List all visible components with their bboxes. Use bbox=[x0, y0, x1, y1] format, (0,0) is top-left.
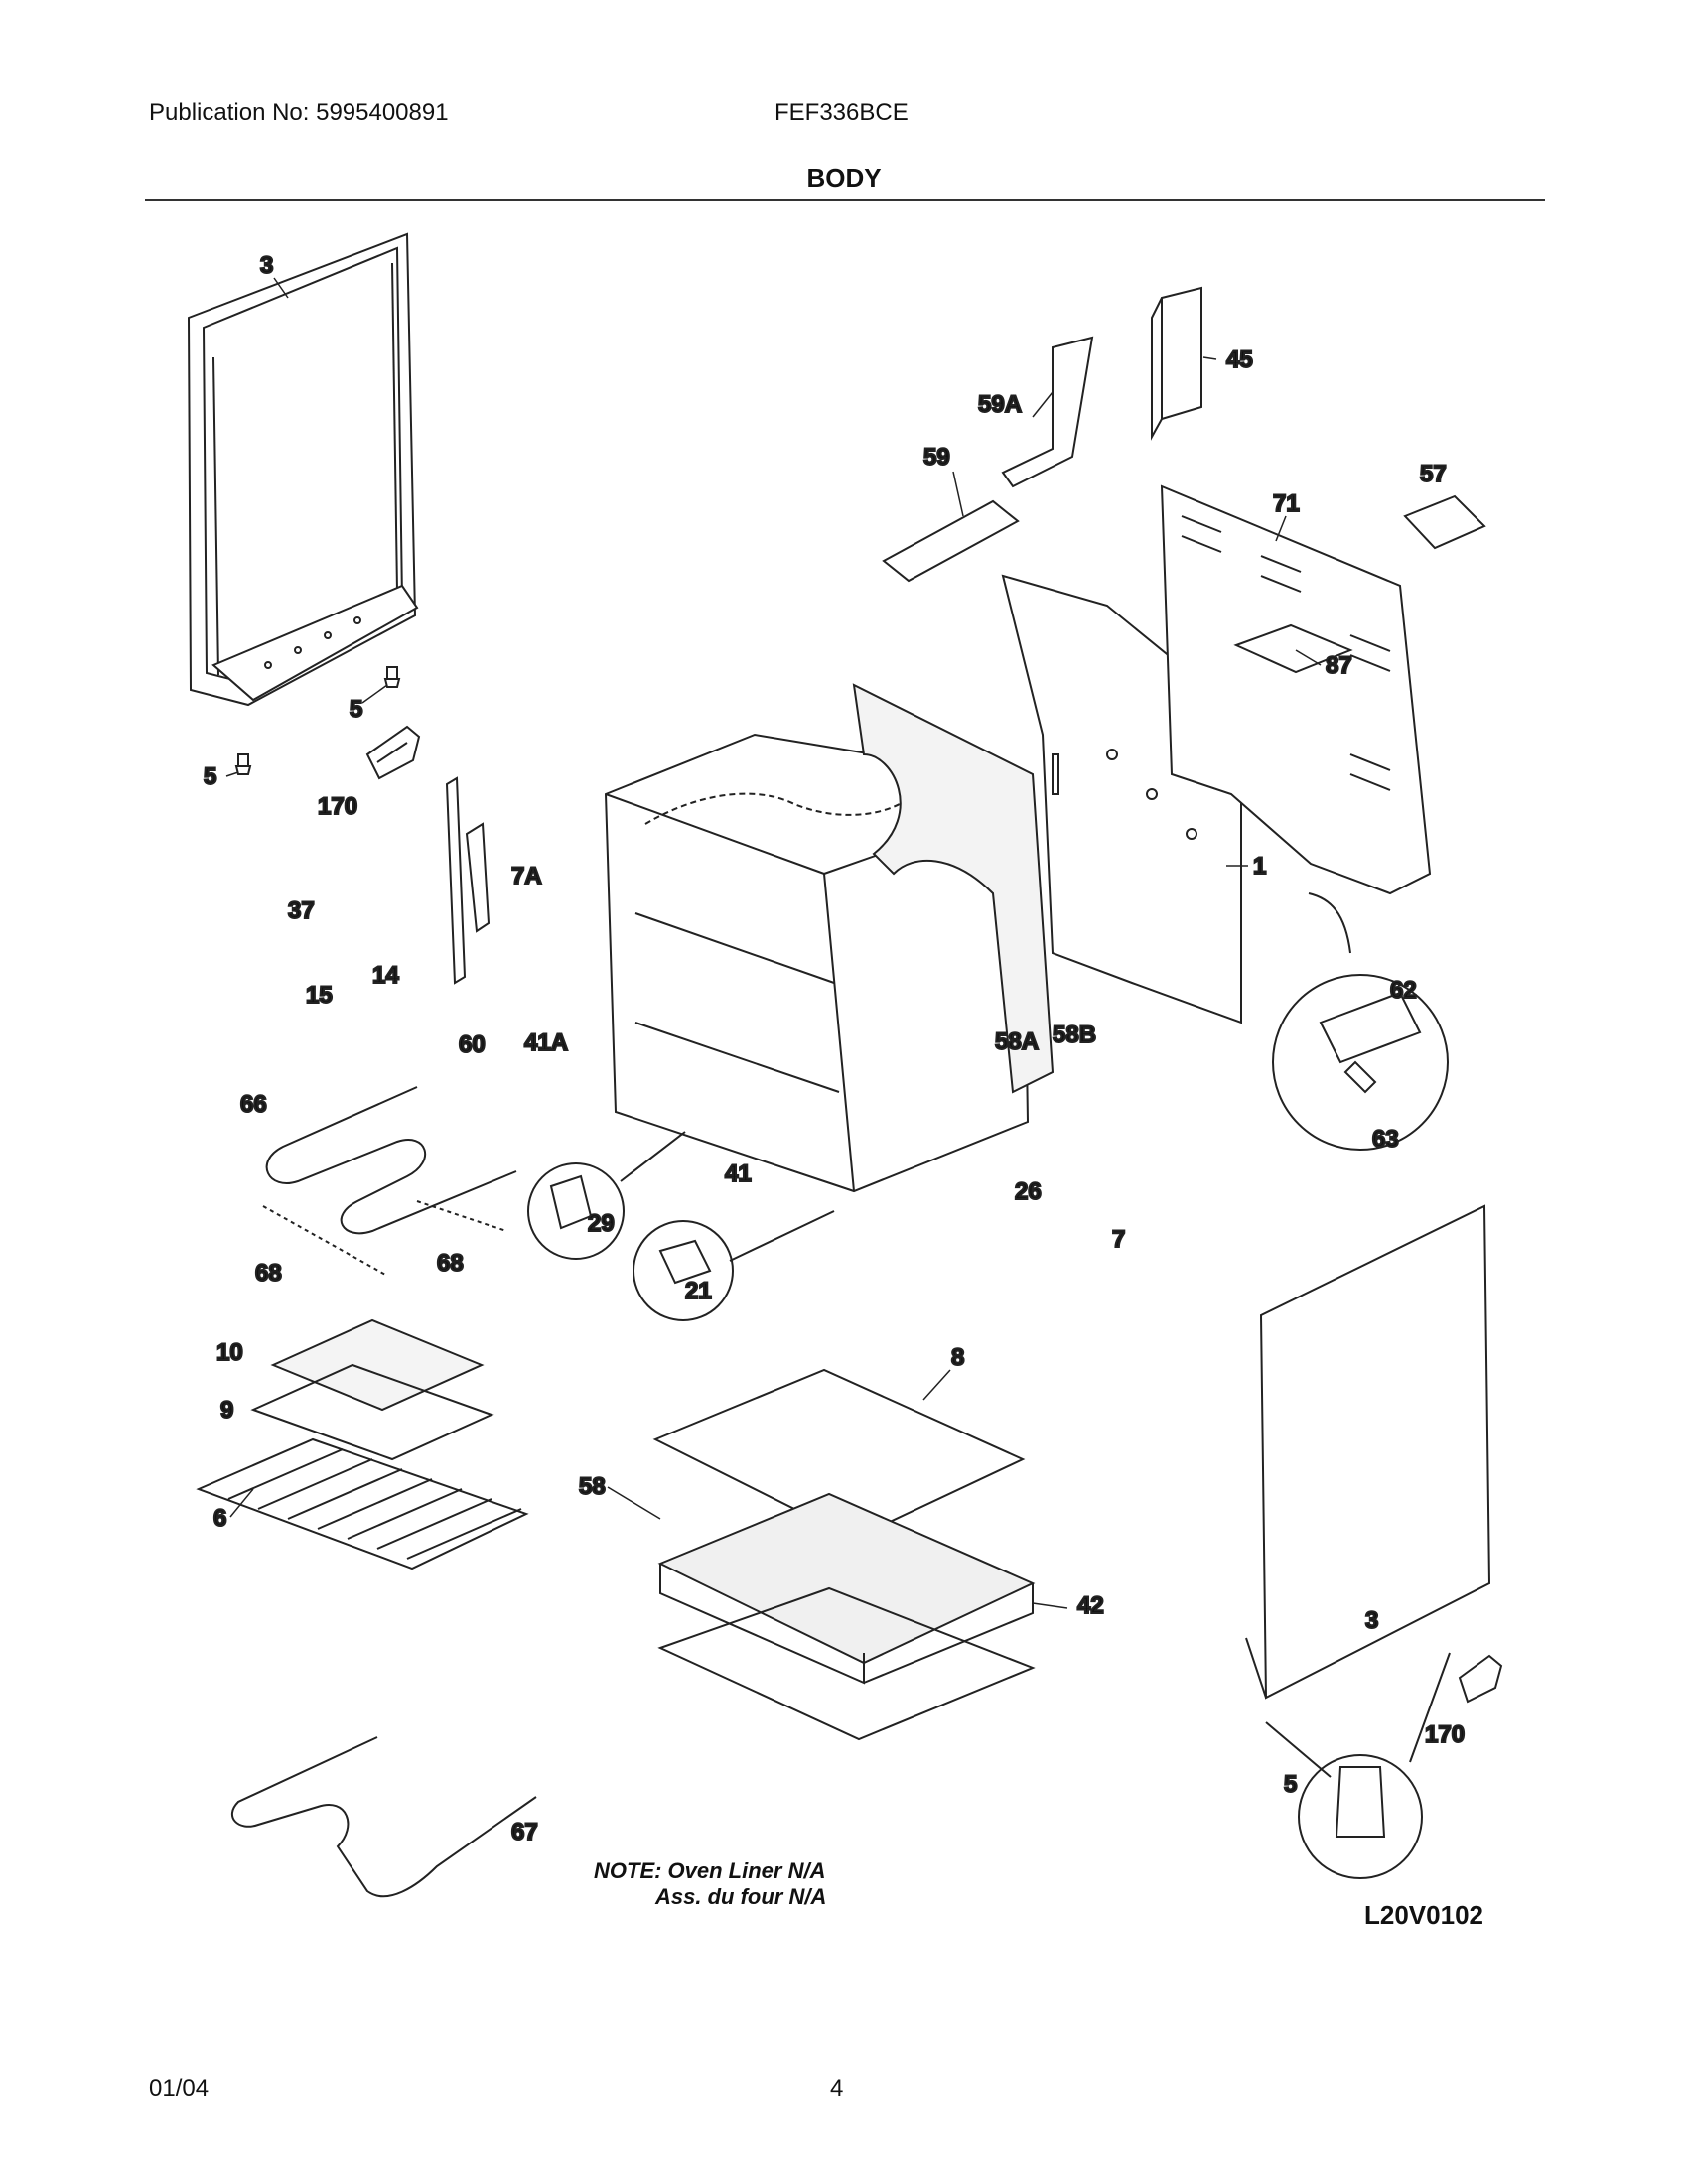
svg-text:3: 3 bbox=[260, 252, 273, 279]
callout-labels: 3 5 5 170 7A 37 14 15 60 41A 58A 58B 1 6… bbox=[203, 251, 1466, 1846]
bottom-panel-42 bbox=[657, 1586, 1036, 1741]
svg-text:60: 60 bbox=[459, 1031, 486, 1058]
publication-number: Publication No: 5995400891 bbox=[149, 99, 449, 126]
box-45 bbox=[1151, 286, 1202, 441]
svg-text:5: 5 bbox=[204, 763, 216, 790]
svg-text:68: 68 bbox=[437, 1250, 464, 1277]
plate-87 bbox=[1233, 623, 1353, 674]
broil-pan-9 bbox=[250, 1363, 494, 1461]
side-panel-left bbox=[187, 232, 419, 707]
insulation-58 bbox=[657, 1492, 1036, 1665]
broil-pan-insert-10 bbox=[270, 1318, 485, 1412]
svg-text:6: 6 bbox=[213, 1505, 226, 1532]
diagram-code: L20V0102 bbox=[1364, 1900, 1483, 1930]
svg-text:63: 63 bbox=[1372, 1126, 1399, 1153]
footer-date: 01/04 bbox=[149, 2075, 210, 2102]
bracket-170 bbox=[365, 725, 421, 780]
svg-text:41A: 41A bbox=[524, 1029, 568, 1056]
svg-text:26: 26 bbox=[1015, 1178, 1042, 1205]
svg-text:66: 66 bbox=[240, 1091, 267, 1118]
svg-text:5: 5 bbox=[1284, 1771, 1297, 1798]
svg-text:7: 7 bbox=[1112, 1226, 1125, 1253]
svg-text:5: 5 bbox=[350, 696, 362, 723]
svg-text:68: 68 bbox=[255, 1260, 282, 1287]
leader-lines bbox=[225, 277, 1322, 1609]
svg-text:87: 87 bbox=[1326, 652, 1352, 679]
note-line-2: Ass. du four N/A bbox=[655, 1884, 827, 1909]
detail-circle-5 bbox=[1298, 1754, 1423, 1879]
broil-element-66 bbox=[265, 1086, 517, 1235]
svg-text:67: 67 bbox=[511, 1819, 538, 1845]
svg-text:58B: 58B bbox=[1053, 1022, 1096, 1048]
svg-text:29: 29 bbox=[588, 1210, 615, 1237]
oven-bottom-8 bbox=[652, 1368, 1026, 1541]
svg-text:59: 59 bbox=[923, 444, 950, 471]
hinge-7a bbox=[445, 776, 491, 985]
detail-circle-21 bbox=[633, 1220, 734, 1321]
leveling-leg-icon bbox=[1335, 1766, 1386, 1838]
detail-circle-62-63 bbox=[1272, 974, 1449, 1151]
note-line-1: NOTE: Oven Liner N/A bbox=[594, 1858, 826, 1883]
clip-29-icon bbox=[549, 1174, 593, 1230]
svg-text:58A: 58A bbox=[995, 1028, 1039, 1055]
svg-text:37: 37 bbox=[288, 897, 315, 924]
side-panel-right bbox=[1245, 1204, 1491, 1700]
svg-text:9: 9 bbox=[220, 1397, 233, 1424]
cover-57 bbox=[1403, 494, 1486, 550]
detail-arrow bbox=[1308, 892, 1351, 954]
svg-text:170: 170 bbox=[1425, 1721, 1465, 1748]
page-number: 4 bbox=[830, 2075, 844, 2102]
svg-text:15: 15 bbox=[306, 982, 333, 1009]
svg-text:42: 42 bbox=[1077, 1592, 1104, 1619]
detail-circle-29 bbox=[527, 1162, 625, 1260]
svg-text:45: 45 bbox=[1226, 346, 1253, 373]
svg-text:57: 57 bbox=[1420, 461, 1447, 487]
svg-text:58: 58 bbox=[579, 1473, 606, 1500]
rear-cover-71 bbox=[1160, 484, 1432, 895]
svg-text:10: 10 bbox=[216, 1339, 243, 1366]
bake-element-67 bbox=[230, 1736, 537, 1898]
section-title: BODY bbox=[806, 163, 882, 193]
clip-21-icon bbox=[658, 1239, 712, 1285]
oven-rack-6 bbox=[196, 1437, 529, 1570]
vent-59 bbox=[882, 499, 1020, 583]
svg-text:8: 8 bbox=[951, 1344, 964, 1371]
svg-text:170: 170 bbox=[318, 793, 357, 820]
svg-text:14: 14 bbox=[372, 962, 399, 989]
svg-text:7A: 7A bbox=[511, 863, 542, 889]
svg-text:1: 1 bbox=[1253, 853, 1266, 880]
duct-59a bbox=[1001, 336, 1094, 488]
shield-68 bbox=[262, 1205, 388, 1277]
bracket-170-right bbox=[1458, 1654, 1503, 1704]
terminal-block-icon bbox=[1319, 991, 1422, 1094]
model-number: FEF336BCE bbox=[774, 99, 909, 126]
svg-text:59A: 59A bbox=[978, 391, 1022, 418]
svg-text:62: 62 bbox=[1390, 977, 1417, 1004]
svg-text:3: 3 bbox=[1365, 1607, 1378, 1634]
svg-text:71: 71 bbox=[1273, 490, 1300, 517]
insulation-58a-58b bbox=[852, 683, 1055, 1094]
svg-text:21: 21 bbox=[685, 1278, 712, 1304]
header-rule bbox=[145, 199, 1545, 201]
svg-text:41: 41 bbox=[725, 1160, 752, 1187]
screw-icon bbox=[234, 666, 401, 775]
